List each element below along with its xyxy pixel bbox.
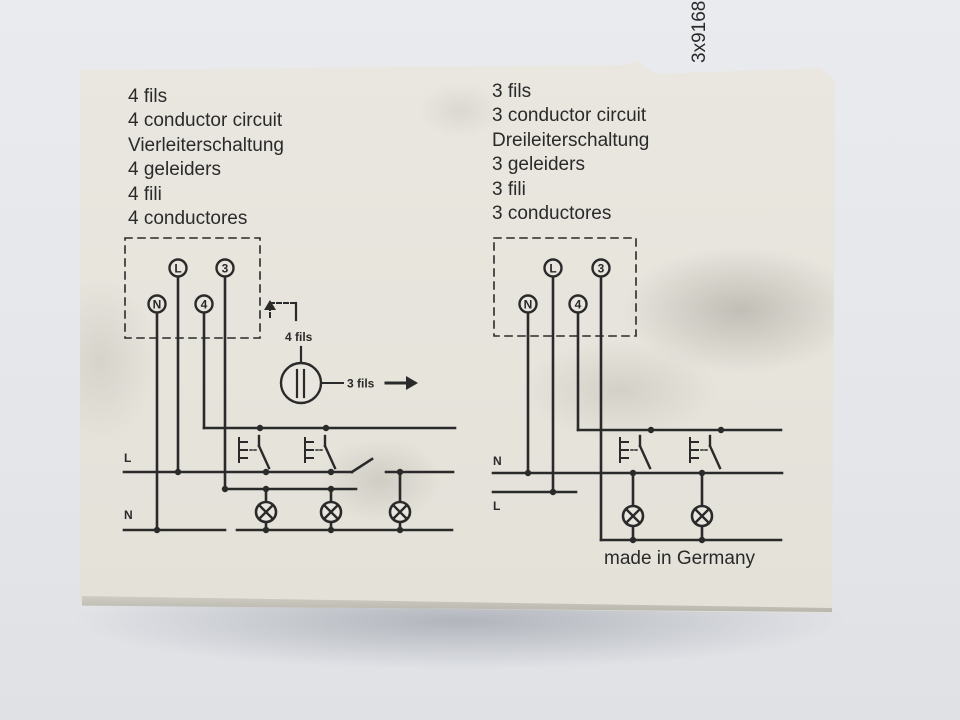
right-title-line: 3 fils <box>492 81 532 102</box>
left-lamp-1 <box>254 500 278 524</box>
right-conductor-label-n: N <box>493 454 502 468</box>
right-title-line: Dreileiterschaltung <box>492 129 650 151</box>
right-junction-box <box>493 237 637 337</box>
left-terminal-4: 4 <box>194 294 214 314</box>
right-switch-1 <box>618 434 652 470</box>
converter-circle-icon <box>279 361 323 405</box>
right-terminal-l: L <box>543 258 563 278</box>
right-title-line: 3 conductor circuit <box>492 105 647 127</box>
converter-top-label: 4 fils <box>285 330 313 344</box>
right-title-line: 3 fili <box>492 178 526 200</box>
left-open-contact <box>350 457 374 474</box>
right-terminal-4: 4 <box>568 294 588 314</box>
left-circuit-title: 4 fils 4 conductor circuit Vierleitersch… <box>128 85 284 231</box>
right-lamp-2 <box>690 504 714 528</box>
left-title-line: 4 conductores <box>128 208 248 230</box>
made-in-label: made in Germany <box>604 548 756 569</box>
right-lamp-1 <box>621 504 645 528</box>
left-title-line: 4 fili <box>128 183 162 205</box>
left-title-line: Vierleiterschaltung <box>128 134 284 156</box>
left-title-line: 4 conductor circuit <box>128 110 283 132</box>
right-title-line: 3 geleiders <box>492 154 585 176</box>
converter-arrow-label: 3 fils <box>347 377 375 391</box>
right-terminal-3: 3 <box>591 258 611 278</box>
left-switch-2 <box>303 434 337 470</box>
right-terminal-n: N <box>518 294 538 314</box>
right-terminal-3-label: 3 <box>598 262 605 276</box>
left-terminal-3-label: 3 <box>222 262 229 276</box>
right-conductor-label-l: L <box>493 499 500 513</box>
left-circuit-diagram: L 3 N 4 L N 4 fils 3 fils <box>122 237 457 534</box>
arrow-right-icon <box>406 376 418 390</box>
left-title-line: 4 geleiders <box>128 159 221 181</box>
left-terminal-4-label: 4 <box>201 298 208 312</box>
right-circuit-title: 3 fils 3 conductor circuit Dreileitersch… <box>492 80 649 226</box>
left-conductor-label-l: L <box>124 451 131 465</box>
right-junction-dots <box>524 426 725 544</box>
left-terminal-l: L <box>168 258 188 278</box>
left-junction-dots <box>153 424 404 534</box>
left-conductor-label-n: N <box>124 508 133 522</box>
left-junction-box <box>124 237 261 339</box>
left-lamp-3 <box>388 500 412 524</box>
left-terminal-l-label: L <box>174 262 181 276</box>
right-switch-2 <box>688 434 722 470</box>
left-title-line: 4 fils <box>128 86 168 107</box>
left-terminal-n: N <box>147 294 167 314</box>
right-terminal-n-label: N <box>524 298 533 312</box>
right-circuit-diagram: L 3 N 4 N L <box>491 237 784 544</box>
left-lamp-2 <box>319 500 343 524</box>
wire-converter: 4 fils 3 fils <box>264 300 418 405</box>
left-switch-1 <box>237 434 271 470</box>
left-terminal-n-label: N <box>153 298 162 312</box>
right-terminal-4-label: 4 <box>575 298 582 312</box>
right-title-line: 3 conductores <box>492 203 612 225</box>
right-terminal-l-label: L <box>549 262 556 276</box>
left-terminal-3: 3 <box>215 258 235 278</box>
